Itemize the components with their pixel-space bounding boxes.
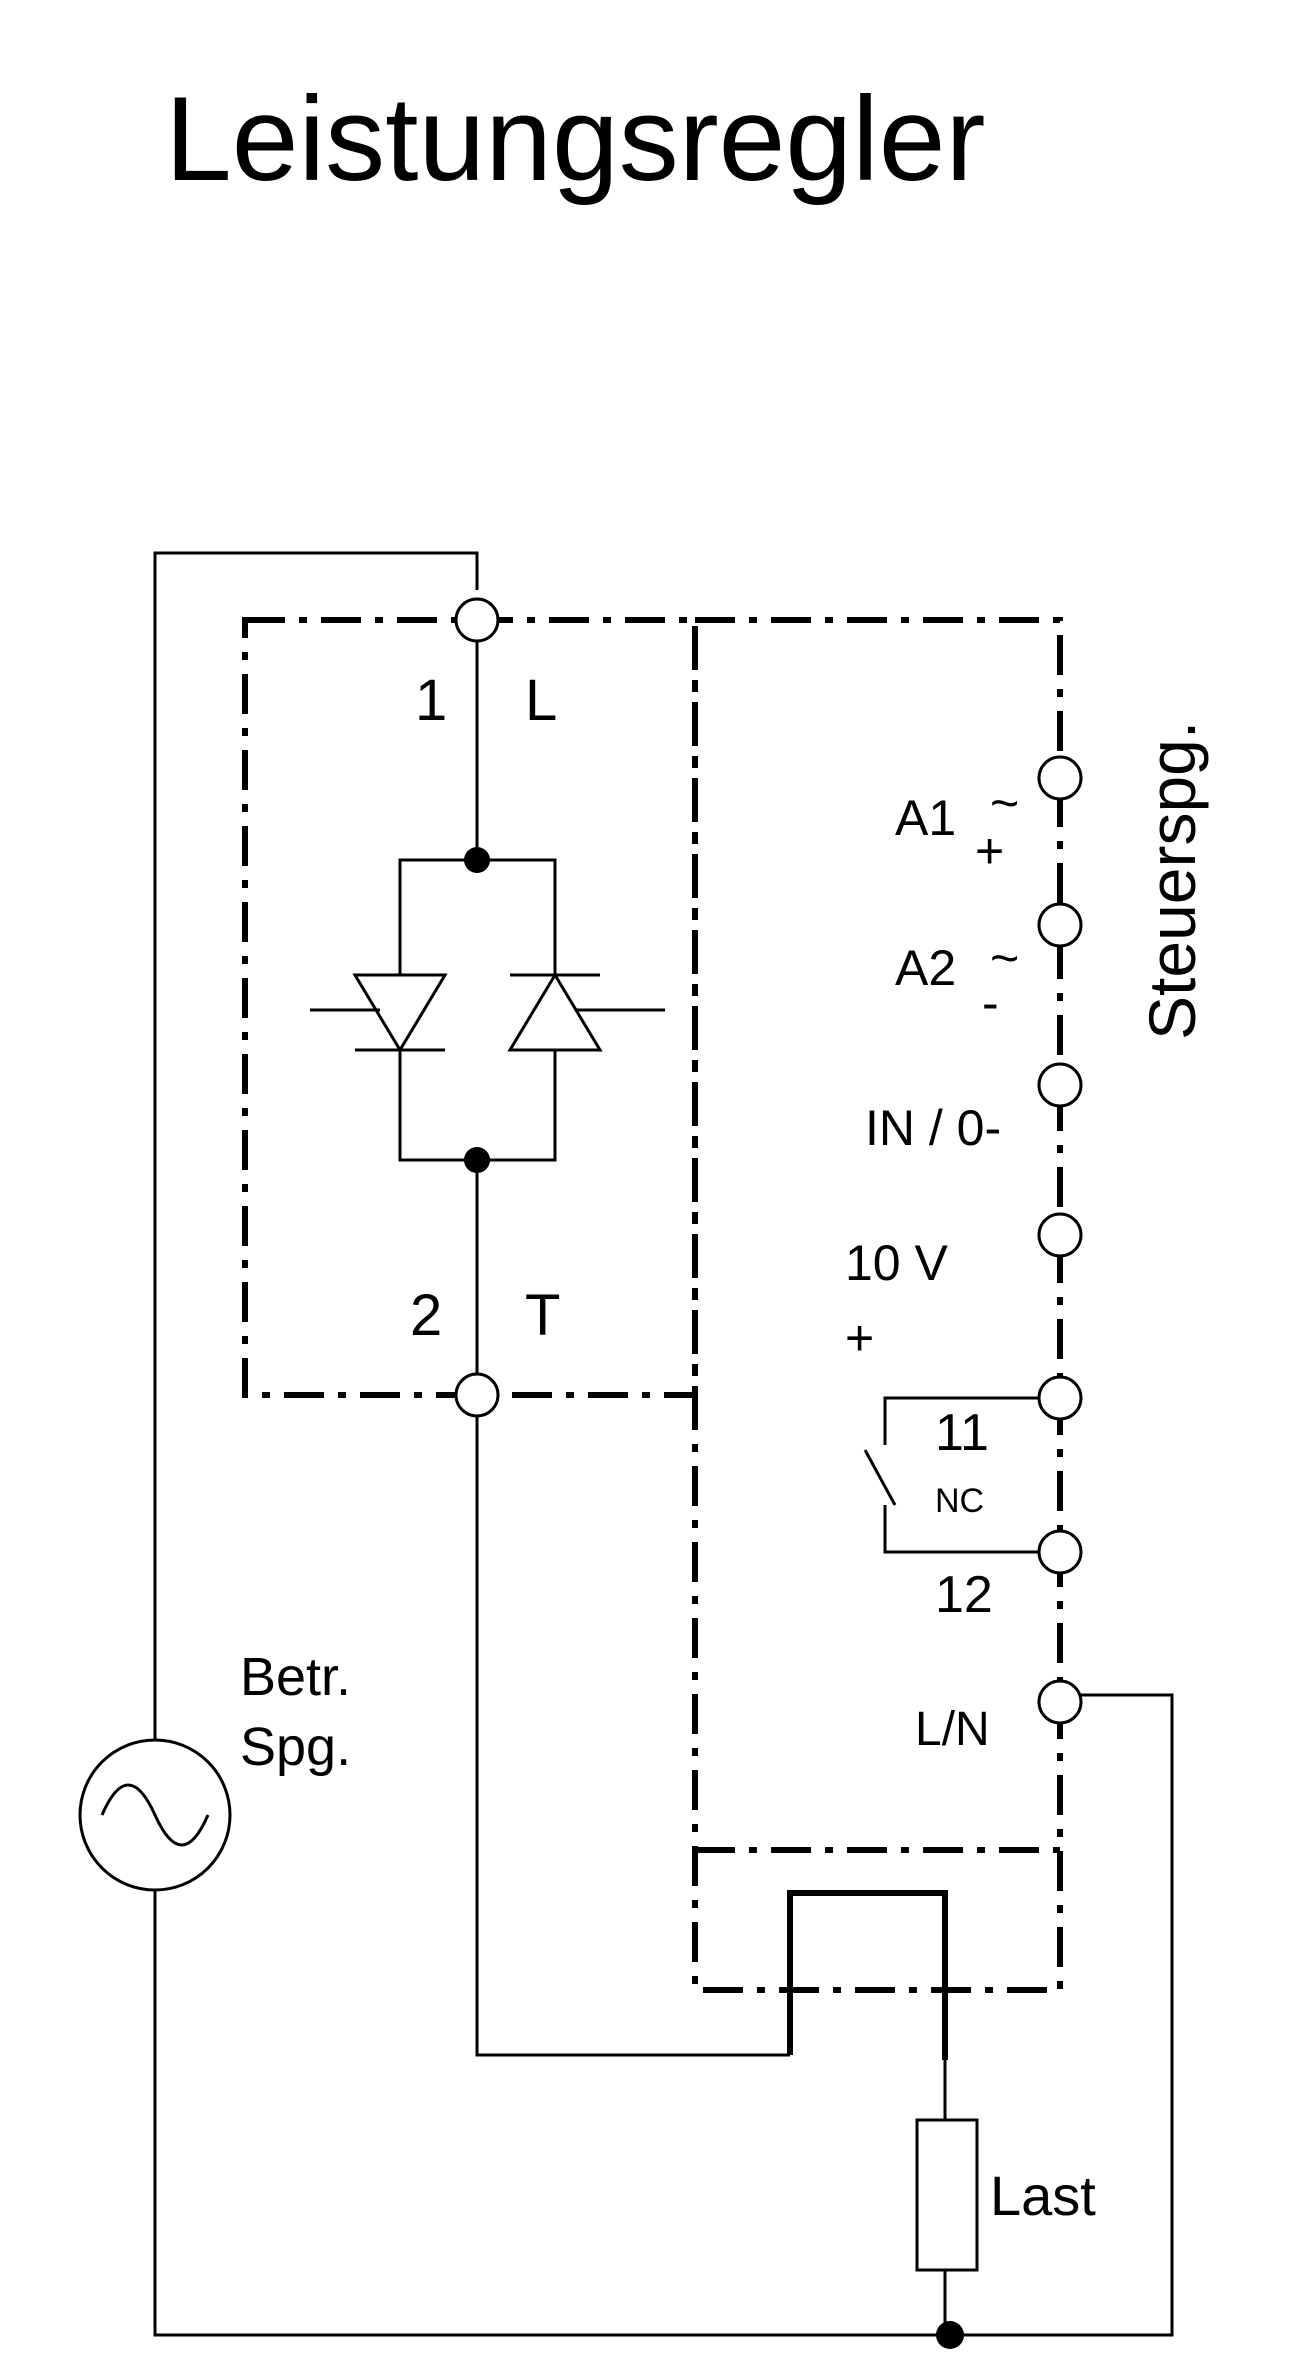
- supply-wire-top: [153, 551, 479, 1740]
- load-resistor-icon: [915, 2118, 979, 2272]
- current-sensor-loop: [787, 1890, 948, 2060]
- control-module-boundary: [692, 617, 1063, 1993]
- relay-contact-icon: [863, 1396, 1060, 1554]
- label-supply-line1: Betr.: [240, 1647, 351, 1707]
- junction-node-bottom: [464, 1147, 490, 1173]
- label-10v: 10 V: [845, 1235, 949, 1291]
- thyristor-pair-icon: [310, 972, 665, 1053]
- label-terminal-1-name: L: [525, 668, 557, 733]
- main-current-path: [398, 640, 790, 2057]
- terminal-12: [1037, 1529, 1083, 1575]
- label-load: Last: [990, 2164, 1096, 2227]
- label-ln: L/N: [915, 1703, 990, 1756]
- label-terminal-2-number: 2: [410, 1283, 442, 1348]
- terminal-ln: [1037, 1679, 1083, 1725]
- terminal-a2: [1037, 902, 1083, 948]
- label-a2-ac: ~: [990, 930, 1019, 986]
- label-contact-nc: NC: [935, 1482, 984, 1520]
- label-input: IN / 0-: [865, 1100, 1001, 1156]
- terminal-1: [454, 597, 500, 643]
- terminal-a1: [1037, 755, 1083, 801]
- label-control-voltage: Steuerspg.: [1135, 721, 1209, 1040]
- label-contact-11: 11: [935, 1404, 989, 1462]
- label-a1: A1: [895, 790, 956, 846]
- terminal-10v: [1037, 1212, 1083, 1258]
- label-a2-polarity: -: [982, 975, 999, 1031]
- label-a1-polarity: +: [975, 823, 1004, 879]
- label-a2: A2: [895, 940, 956, 996]
- junction-node-top: [464, 847, 490, 873]
- label-terminal-1-number: 1: [415, 668, 447, 733]
- terminal-11: [1037, 1375, 1083, 1421]
- terminal-in: [1037, 1062, 1083, 1108]
- label-terminal-2-name: T: [525, 1283, 560, 1348]
- label-supply-line2: Spg.: [240, 1717, 351, 1777]
- label-a1-ac: ~: [990, 775, 1019, 831]
- terminal-2: [454, 1372, 500, 1418]
- power-module-boundary: [242, 617, 698, 1398]
- ac-source-icon: [78, 1738, 232, 1892]
- supply-wire-bottom: [153, 1693, 1174, 2337]
- diagram-title: Leistungsregler: [165, 72, 986, 206]
- label-10v-polarity: +: [845, 1310, 874, 1366]
- label-contact-12: 12: [935, 1566, 993, 1624]
- junction-node-load: [936, 2321, 964, 2349]
